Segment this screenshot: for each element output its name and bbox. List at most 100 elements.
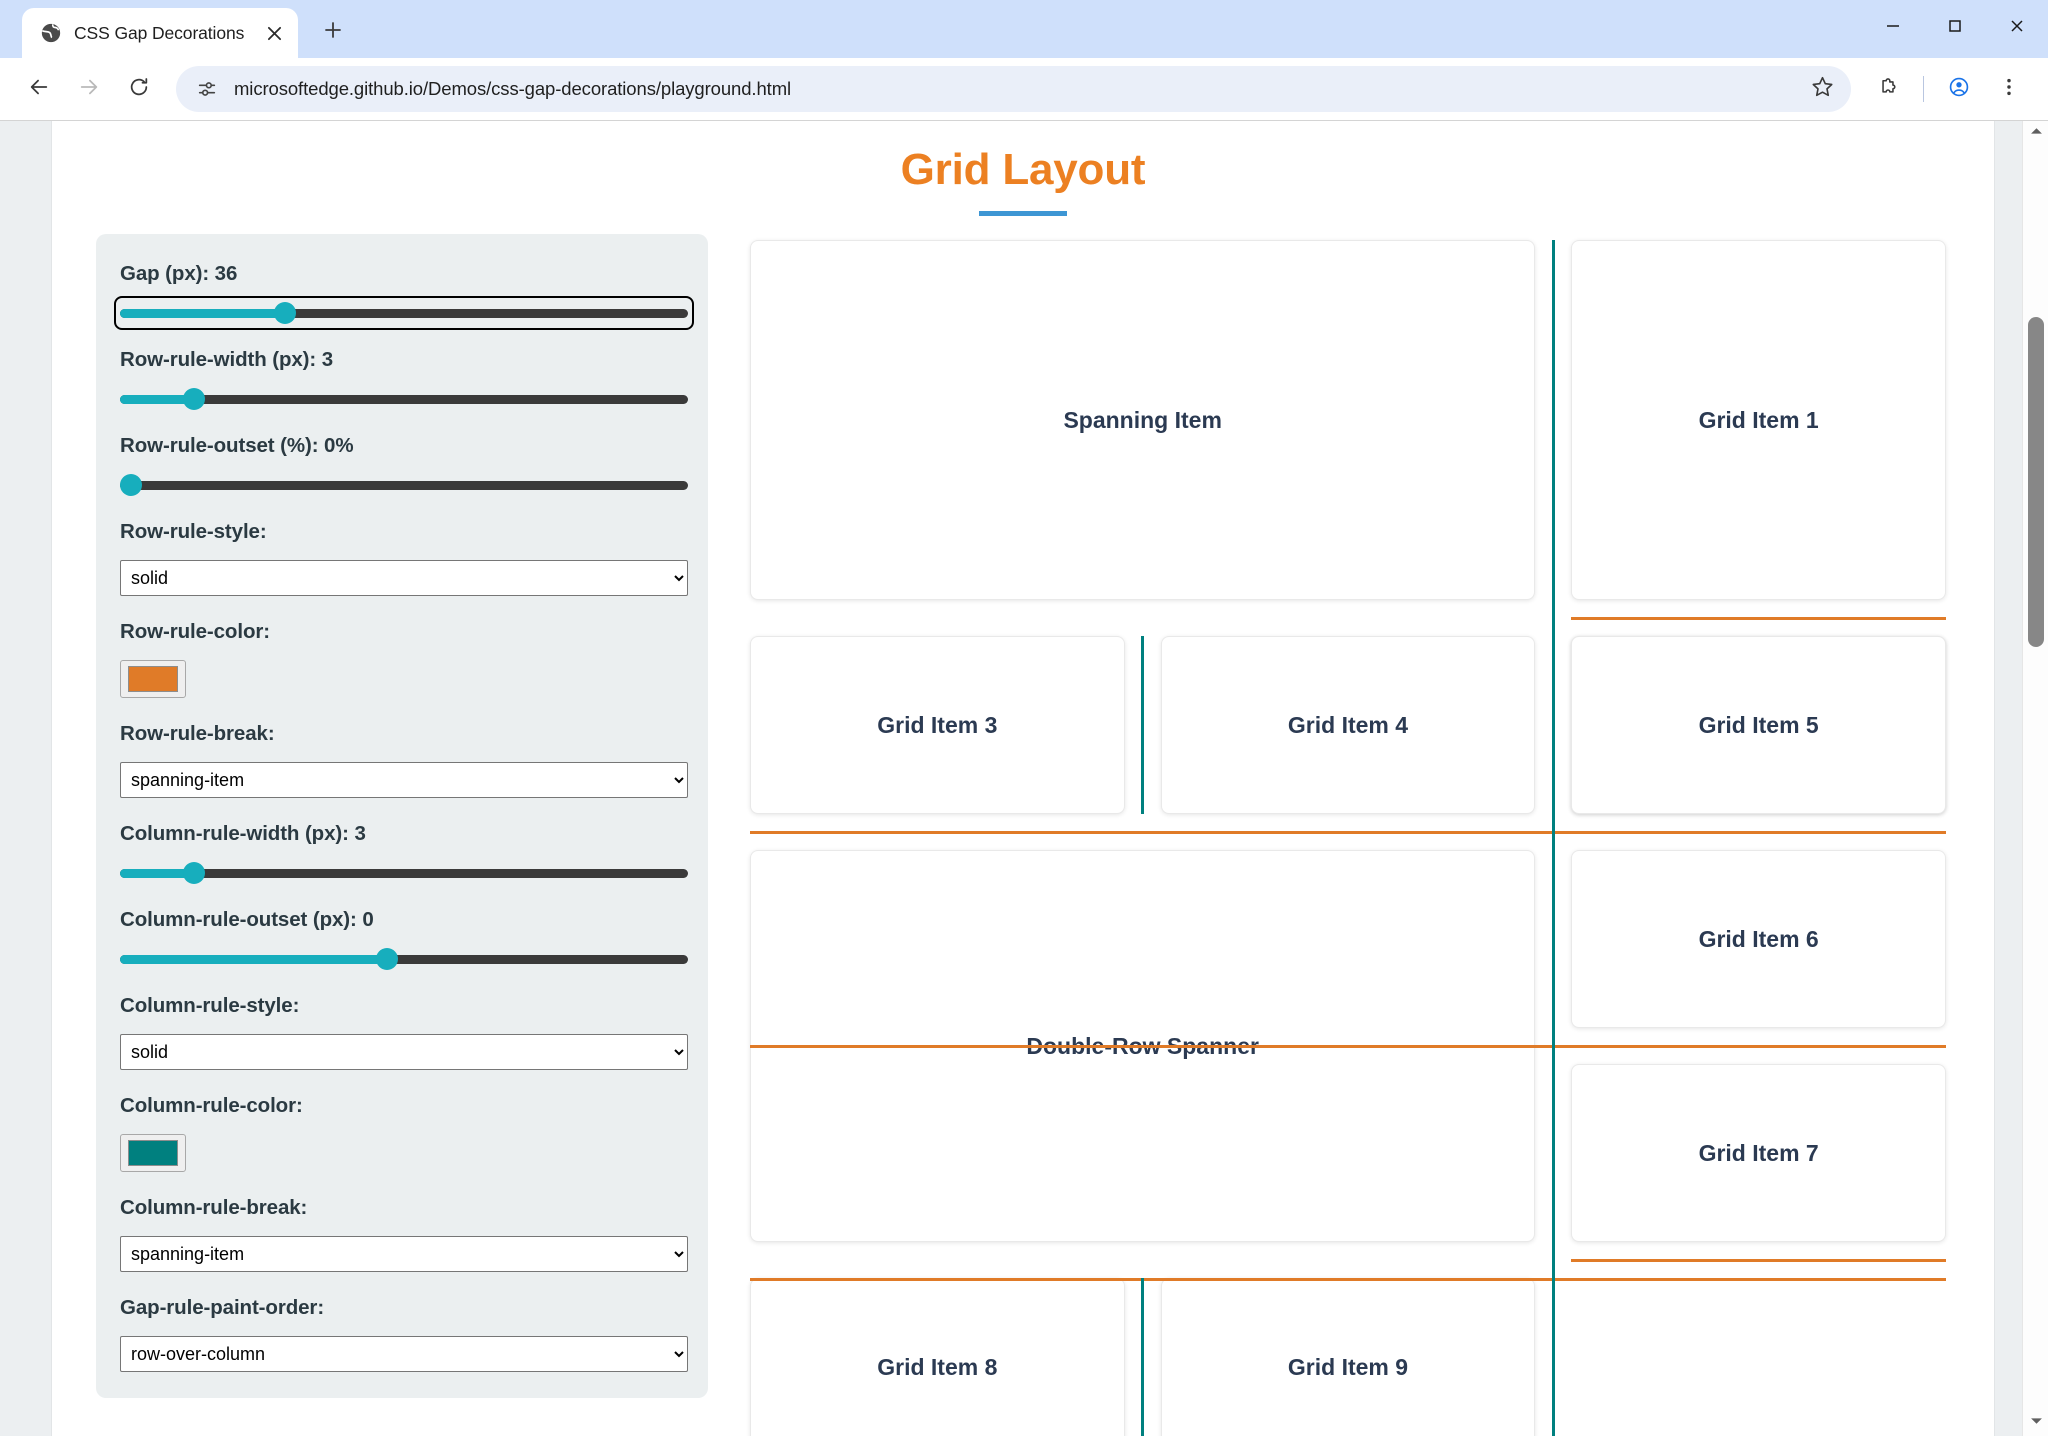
grid-demo: Spanning Item Grid Item 1 Grid Item 2 Gr… — [750, 234, 1946, 1436]
column-rule-break-select[interactable]: spanning-item — [120, 1236, 688, 1272]
minimize-button[interactable] — [1862, 0, 1924, 56]
grid-item-4: Grid Item 4 — [1160, 636, 1536, 814]
column-rule-color-picker[interactable] — [120, 1134, 186, 1172]
close-icon[interactable] — [260, 19, 288, 47]
scrollbar-thumb[interactable] — [2028, 317, 2044, 647]
control-label: Column-rule-color: — [120, 1094, 303, 1117]
gap-rules-layer — [750, 240, 1946, 1436]
control-row-rule-style: Row-rule-style: solid — [120, 520, 688, 596]
control-column-rule-width: Column-rule-width (px): 3 — [120, 822, 688, 884]
minimize-icon — [1885, 18, 1901, 39]
control-gap-rule-paint-order: Gap-rule-paint-order: row-over-column — [120, 1296, 688, 1372]
plus-icon — [323, 20, 343, 45]
site-settings-icon[interactable] — [194, 76, 220, 102]
tab-strip: CSS Gap Decorations playgroun — [0, 0, 356, 58]
slider-thumb[interactable] — [375, 948, 398, 970]
row-rule-outset-slider[interactable] — [120, 474, 688, 496]
address-bar[interactable]: microsoftedge.github.io/Demos/css-gap-de… — [176, 66, 1851, 112]
column-rule — [1551, 240, 1555, 1436]
page-left-gutter — [0, 121, 52, 1436]
column-rule — [1141, 636, 1145, 814]
control-gap: Gap (px): 36 — [114, 262, 694, 330]
tab-title: CSS Gap Decorations playgroun — [74, 22, 248, 43]
three-dot-menu-icon — [1998, 76, 2020, 103]
control-label: Row-rule-break: — [120, 722, 275, 745]
slider-track — [120, 394, 688, 404]
control-label: Gap-rule-paint-order: — [120, 1296, 325, 1319]
slider-fill — [120, 954, 387, 964]
back-arrow-icon — [28, 76, 50, 103]
window-controls — [1862, 0, 2048, 56]
gap-slider[interactable] — [114, 296, 694, 330]
grid-item-label: Spanning Item — [1063, 406, 1222, 433]
reload-icon — [128, 76, 150, 103]
page-scrollbar[interactable] — [2022, 121, 2048, 1436]
browser-tab[interactable]: CSS Gap Decorations playgroun — [22, 8, 298, 58]
slider-thumb[interactable] — [120, 474, 143, 496]
column-rule-width-slider[interactable] — [120, 862, 688, 884]
slider-track — [120, 480, 688, 490]
control-column-rule-style: Column-rule-style: solid — [120, 994, 688, 1070]
web-page: Grid Layout Gap (px): 36 — [52, 121, 1994, 1436]
grid-item-label: Grid Item 1 — [1698, 406, 1819, 433]
control-label: Gap (px): 36 — [120, 262, 238, 285]
color-preview — [128, 666, 178, 692]
browser-menu-button[interactable] — [1986, 66, 2032, 112]
control-row-rule-outset: Row-rule-outset (%): 0% — [120, 434, 688, 496]
column-rule-outset-slider[interactable] — [120, 948, 688, 970]
account-circle-icon — [1948, 76, 1970, 103]
maximize-button[interactable] — [1924, 0, 1986, 56]
slider-track — [120, 308, 688, 318]
reload-button[interactable] — [116, 66, 162, 112]
row-rule-style-select[interactable]: solid — [120, 560, 688, 596]
grid-item-1: Grid Item 1 — [1571, 240, 1946, 600]
bookmark-button[interactable] — [1801, 68, 1843, 110]
scroll-down-button[interactable] — [2023, 1410, 2048, 1436]
grid-item-label: Grid Item 8 — [877, 1353, 998, 1380]
star-icon — [1811, 75, 1834, 103]
grid-item-label: Grid Item 6 — [1698, 925, 1819, 952]
row-rule — [1571, 1258, 1946, 1262]
column-rule-style-select[interactable]: solid — [120, 1034, 688, 1070]
control-label: Row-rule-width (px): 3 — [120, 348, 334, 371]
row-rule-width-slider[interactable] — [120, 388, 688, 410]
new-tab-button[interactable] — [310, 9, 356, 55]
control-label: Column-rule-outset (px): 0 — [120, 908, 374, 931]
back-button[interactable] — [16, 66, 62, 112]
row-rule-color-picker[interactable] — [120, 660, 186, 698]
control-column-rule-color: Column-rule-color: — [120, 1094, 684, 1172]
profile-button[interactable] — [1936, 66, 1982, 112]
scroll-down-arrow-icon — [2030, 1414, 2043, 1432]
grid-item-9: Grid Item 9 — [1160, 1278, 1536, 1436]
control-column-rule-outset: Column-rule-outset (px): 0 — [120, 908, 688, 970]
row-rule-break-select[interactable]: spanning-item — [120, 762, 688, 798]
title-bar: CSS Gap Decorations playgroun — [0, 0, 2048, 58]
extensions-button[interactable] — [1865, 66, 1911, 112]
grid-item-label: Grid Item 9 — [1287, 1353, 1409, 1380]
page-content: Gap (px): 36 Row-rule-width (px): 3 — [52, 216, 1994, 1436]
toolbar-divider — [1923, 76, 1924, 102]
control-row-rule-color: Row-rule-color: — [120, 620, 684, 698]
maximize-icon — [1947, 18, 1963, 39]
title-underline — [979, 211, 1067, 216]
control-label: Row-rule-color: — [120, 620, 270, 643]
url-text[interactable]: microsoftedge.github.io/Demos/css-gap-de… — [234, 78, 792, 99]
control-label: Row-rule-outset (%): 0% — [120, 434, 354, 457]
gap-rule-paint-order-select[interactable]: row-over-column — [120, 1336, 688, 1372]
scroll-up-button[interactable] — [2023, 121, 2048, 147]
control-column-rule-break: Column-rule-break: spanning-item — [120, 1196, 688, 1272]
page-title: Grid Layout — [900, 145, 1146, 194]
page-viewport: Grid Layout Gap (px): 36 — [0, 120, 2048, 1436]
window-close-button[interactable] — [1986, 0, 2048, 56]
slider-fill — [120, 394, 194, 404]
slider-thumb[interactable] — [273, 302, 296, 324]
slider-thumb[interactable] — [182, 388, 205, 410]
forward-button[interactable] — [66, 66, 112, 112]
slider-track — [120, 868, 688, 878]
row-rule — [750, 1044, 1946, 1048]
slider-thumb[interactable] — [182, 862, 205, 884]
control-label: Column-rule-break: — [120, 1196, 308, 1219]
row-rule — [1571, 616, 1946, 620]
grid-container: Spanning Item Grid Item 1 Grid Item 2 Gr… — [750, 240, 1946, 1436]
